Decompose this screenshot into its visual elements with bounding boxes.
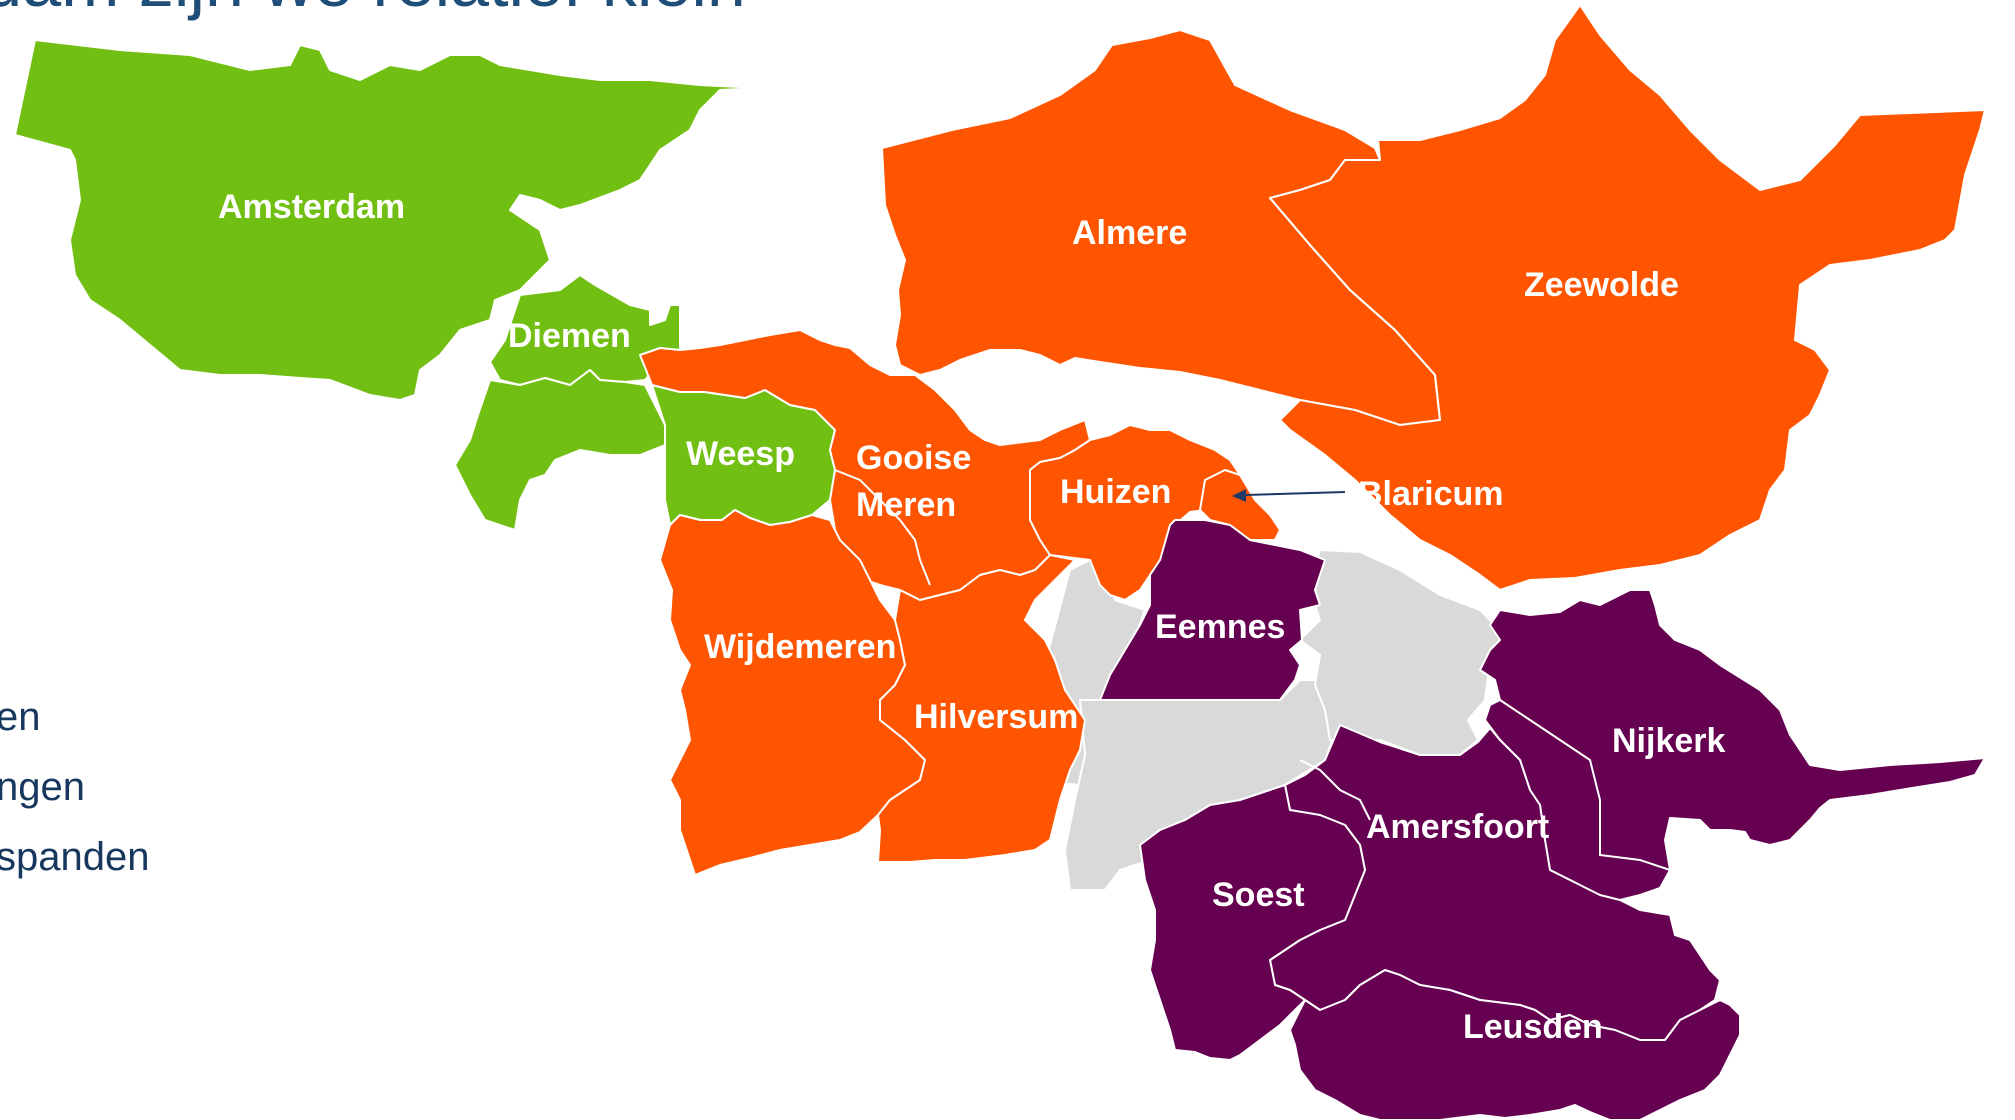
map-label-wijdemeren: Wijdemeren — [704, 628, 896, 666]
map-label-blaricum: Blaricum — [1358, 475, 1504, 513]
blaricum-pointer-line — [1244, 491, 1346, 496]
map-region-diemen-south — [454, 369, 666, 531]
map-label-leusden: Leusden — [1463, 1008, 1603, 1046]
map-region-grey-east — [1299, 549, 1506, 756]
map-label-diemen: Diemen — [508, 317, 631, 355]
map-region-zeewolde — [1269, 4, 1986, 591]
map-label-gooise-meren-line1: Gooise — [856, 439, 971, 477]
border-line — [834, 469, 931, 586]
border-line — [1499, 699, 1671, 871]
bullet-item: ngen — [0, 765, 85, 809]
blaricum-pointer-arrowhead — [1232, 489, 1246, 502]
map-label-amersfoort: Amersfoort — [1366, 808, 1549, 846]
map-label-eemnes: Eemnes — [1155, 608, 1285, 646]
map-label-hilversum: Hilversum — [914, 698, 1078, 736]
border-line — [1299, 759, 1371, 821]
map-region-leusden — [1289, 969, 1741, 1120]
map-label-weesp: Weesp — [686, 435, 795, 473]
border-line — [1269, 197, 1441, 421]
map-region-soest — [1139, 784, 1366, 1061]
map-region-nijkerk — [1479, 589, 1986, 901]
map-label-nijkerk: Nijkerk — [1612, 722, 1725, 760]
bullet-item: spanden — [0, 835, 150, 879]
map-label-amsterdam: Amsterdam — [218, 188, 405, 226]
slide-title: rdam zijn we relatief klein — [0, 0, 746, 22]
map-label-gooise-meren-line2: Meren — [856, 486, 956, 524]
map-region-amsterdam — [14, 39, 761, 401]
map-region-eemnes — [1099, 519, 1326, 701]
map-label-zeewolde: Zeewolde — [1524, 266, 1679, 304]
map-label-soest: Soest — [1212, 876, 1305, 914]
map-region-hilversum — [877, 554, 1086, 863]
map-label-almere: Almere — [1072, 214, 1187, 252]
map-label-huizen: Huizen — [1060, 473, 1171, 511]
bullet-item: en — [0, 695, 41, 739]
